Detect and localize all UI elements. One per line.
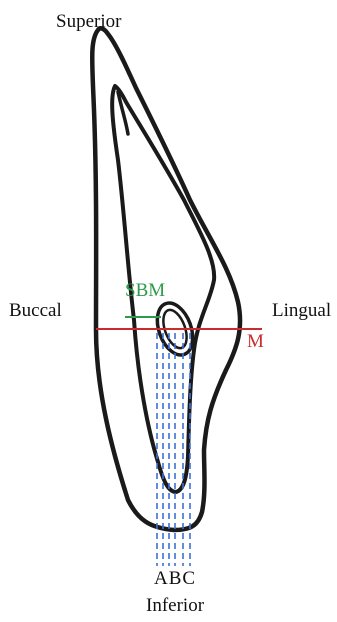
outer-contour <box>92 28 240 530</box>
label-buccal: Buccal <box>9 301 62 320</box>
label-sbm: SBM <box>125 281 165 300</box>
label-m: M <box>247 332 264 351</box>
label-inferior: Inferior <box>146 596 204 615</box>
label-superior: Superior <box>56 12 121 31</box>
label-abc: ABC <box>154 569 196 588</box>
label-lingual: Lingual <box>272 301 331 320</box>
